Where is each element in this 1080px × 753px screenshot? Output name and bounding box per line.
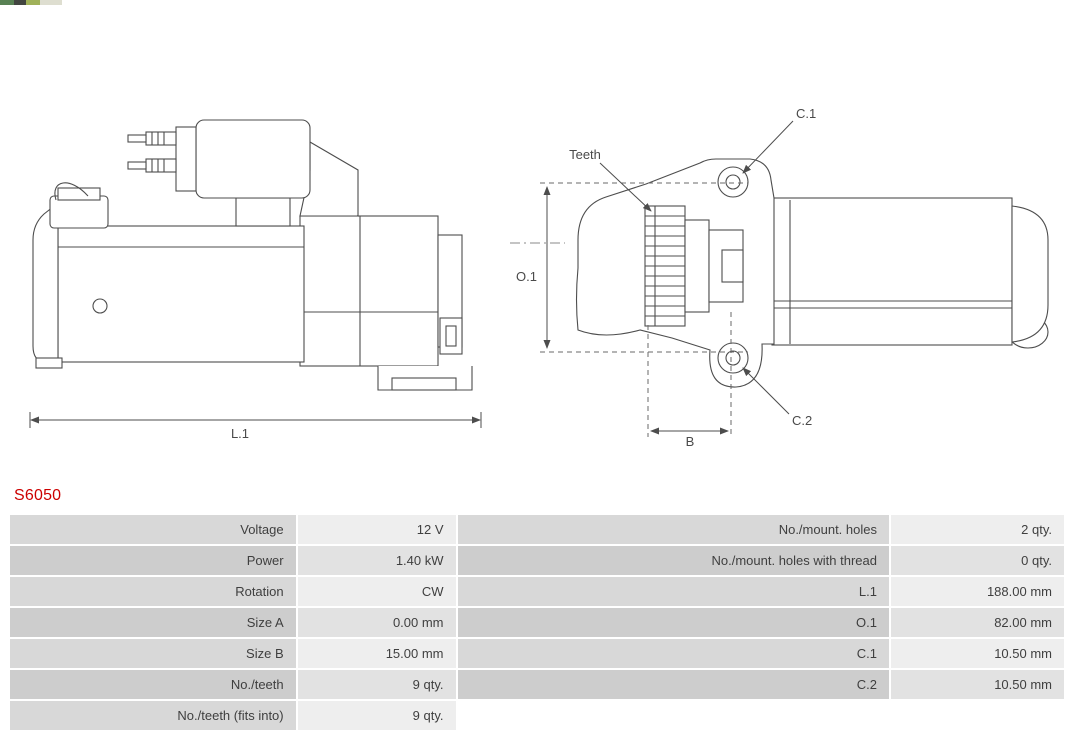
table-row: No./teeth 9 qty. C.2 10.50 mm bbox=[10, 670, 1064, 699]
spec-label: Voltage bbox=[10, 515, 296, 544]
left-side-view bbox=[32, 119, 473, 391]
table-row: Size A 0.00 mm O.1 82.00 mm bbox=[10, 608, 1064, 637]
spec-label: No./teeth bbox=[10, 670, 296, 699]
spec-label: C.1 bbox=[457, 639, 889, 668]
corner-artifact bbox=[0, 0, 62, 5]
spec-value: 12 V bbox=[297, 515, 456, 544]
spec-label: No./mount. holes bbox=[457, 515, 889, 544]
spec-value: 0 qty. bbox=[890, 546, 1064, 575]
label-teeth: Teeth bbox=[569, 147, 601, 162]
technical-drawing-area: L.1 bbox=[29, 106, 1049, 449]
spec-label: O.1 bbox=[457, 608, 889, 637]
spec-label: Rotation bbox=[10, 577, 296, 606]
spec-value: 0.00 mm bbox=[297, 608, 456, 637]
starter-motor-drawing: L.1 bbox=[29, 106, 1049, 449]
spec-label: Size A bbox=[10, 608, 296, 637]
label-c1: C.1 bbox=[796, 106, 816, 121]
table-row: No./teeth (fits into) 9 qty. bbox=[10, 701, 1064, 730]
spec-value: 1.40 kW bbox=[297, 546, 456, 575]
label-o1: O.1 bbox=[516, 269, 537, 284]
label-l1: L.1 bbox=[231, 426, 249, 441]
table-row: Voltage 12 V No./mount. holes 2 qty. bbox=[10, 515, 1064, 544]
right-end-view bbox=[575, 158, 1049, 388]
spec-value: 82.00 mm bbox=[890, 608, 1064, 637]
leader-c2 bbox=[742, 367, 790, 415]
spec-label: Size B bbox=[10, 639, 296, 668]
label-b: B bbox=[686, 434, 695, 449]
spec-label: No./teeth (fits into) bbox=[10, 701, 296, 730]
spec-label-empty bbox=[457, 701, 889, 730]
part-number: S6050 bbox=[14, 487, 62, 504]
spec-label: Power bbox=[10, 546, 296, 575]
table-row: Power 1.40 kW No./mount. holes with thre… bbox=[10, 546, 1064, 575]
spec-value: 10.50 mm bbox=[890, 639, 1064, 668]
leader-c1 bbox=[742, 120, 794, 174]
table-row: Size B 15.00 mm C.1 10.50 mm bbox=[10, 639, 1064, 668]
dimension-l1 bbox=[29, 412, 482, 428]
leader-teeth bbox=[599, 162, 652, 212]
table-row: Rotation CW L.1 188.00 mm bbox=[10, 577, 1064, 606]
spec-value: 2 qty. bbox=[890, 515, 1064, 544]
spec-value-empty bbox=[890, 701, 1064, 730]
spec-label: No./mount. holes with thread bbox=[457, 546, 889, 575]
spec-value: 9 qty. bbox=[297, 701, 456, 730]
construction-lines bbox=[540, 182, 748, 437]
spec-label: L.1 bbox=[457, 577, 889, 606]
spec-label: C.2 bbox=[457, 670, 889, 699]
spec-value: CW bbox=[297, 577, 456, 606]
spec-value: 9 qty. bbox=[297, 670, 456, 699]
spec-value: 10.50 mm bbox=[890, 670, 1064, 699]
spec-table: Voltage 12 V No./mount. holes 2 qty. Pow… bbox=[8, 513, 1066, 732]
label-c2: C.2 bbox=[792, 413, 812, 428]
spec-value: 188.00 mm bbox=[890, 577, 1064, 606]
spec-value: 15.00 mm bbox=[297, 639, 456, 668]
